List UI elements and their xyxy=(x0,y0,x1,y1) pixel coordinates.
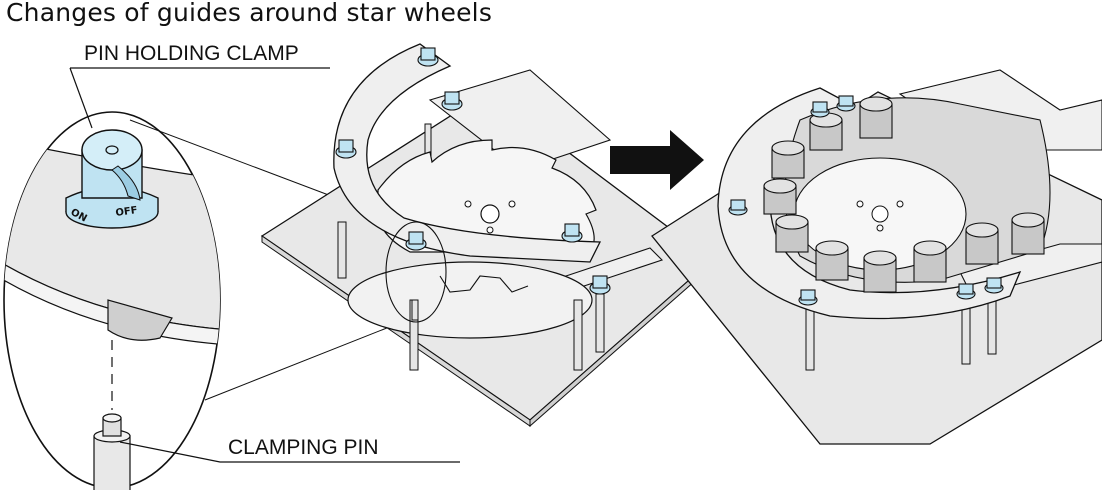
machine-before xyxy=(260,43,714,428)
machine-after xyxy=(651,69,1102,445)
clamping-pin-label: CLAMPING PIN xyxy=(228,436,379,459)
page-title: Changes of guides around star wheels xyxy=(6,0,493,27)
pin-holding-clamp-icon: ON OFF xyxy=(65,129,159,229)
star-wheel-icon xyxy=(377,139,597,293)
arrow-right-icon xyxy=(610,130,704,190)
detail-oval: ON OFF xyxy=(3,111,221,490)
knob-off-text: OFF xyxy=(115,205,138,219)
clamping-pin-icon xyxy=(93,413,131,490)
pin-holding-clamp-label: PIN HOLDING CLAMP xyxy=(84,42,299,65)
